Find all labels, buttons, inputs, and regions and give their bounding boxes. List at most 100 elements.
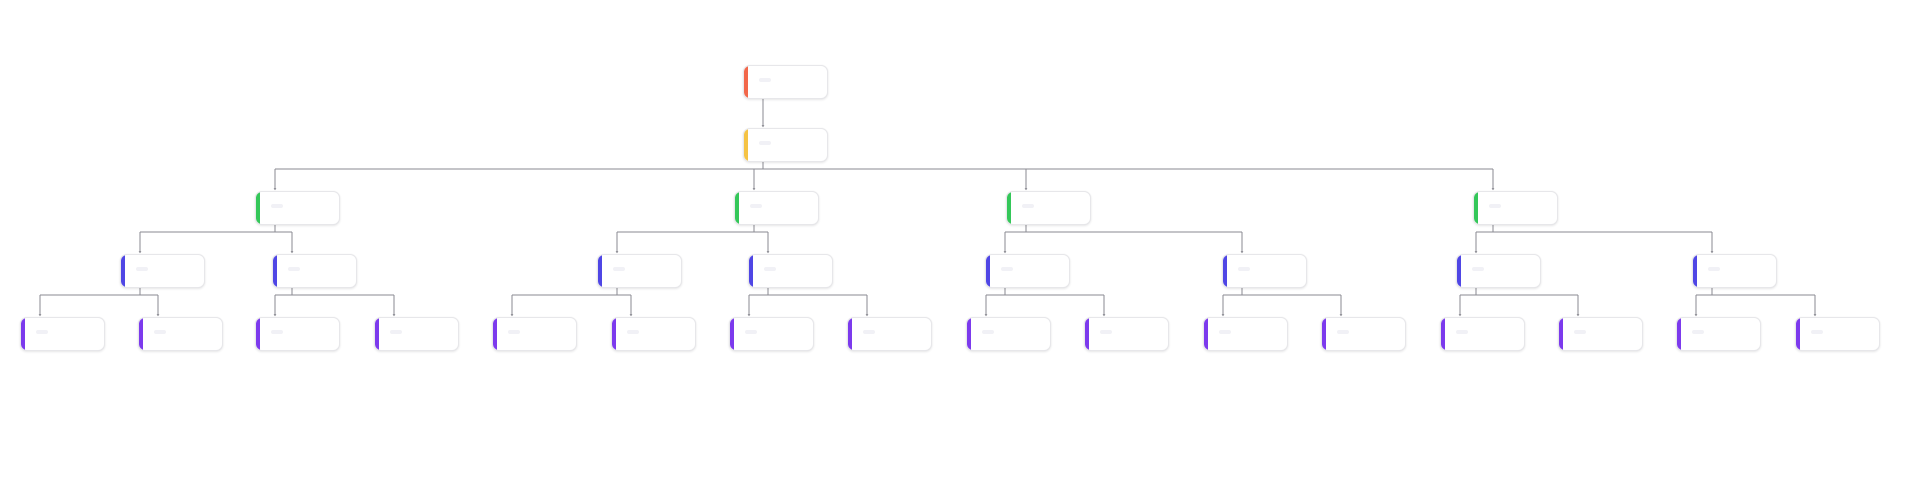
node-body	[1461, 255, 1540, 287]
org-node[interactable]	[729, 317, 814, 351]
node-body	[990, 255, 1069, 287]
org-node[interactable]	[734, 191, 819, 225]
node-level-badge	[1100, 330, 1112, 334]
node-level-badge	[759, 141, 771, 145]
node-level-badge	[390, 330, 402, 334]
org-node[interactable]	[1676, 317, 1761, 351]
node-level-badge	[271, 330, 283, 334]
node-level-accent-bar	[848, 318, 852, 350]
node-level-accent-bar	[730, 318, 734, 350]
node-body	[852, 318, 931, 350]
node-body	[125, 255, 204, 287]
node-body	[1800, 318, 1879, 350]
org-node[interactable]	[1222, 254, 1307, 288]
node-body	[497, 318, 576, 350]
org-node[interactable]	[255, 317, 340, 351]
node-level-accent-bar	[1677, 318, 1681, 350]
node-level-badge	[136, 267, 148, 271]
org-node[interactable]	[255, 191, 340, 225]
node-level-accent-bar	[967, 318, 971, 350]
node-level-accent-bar	[1474, 192, 1478, 224]
org-node[interactable]	[1084, 317, 1169, 351]
node-level-badge	[1811, 330, 1823, 334]
node-body	[1445, 318, 1524, 350]
node-level-accent-bar	[375, 318, 379, 350]
node-level-accent-bar	[121, 255, 125, 287]
node-body	[616, 318, 695, 350]
org-node[interactable]	[492, 317, 577, 351]
org-node[interactable]	[120, 254, 205, 288]
node-level-accent-bar	[1796, 318, 1800, 350]
node-level-badge	[288, 267, 300, 271]
node-body	[753, 255, 832, 287]
org-node[interactable]	[20, 317, 105, 351]
node-level-accent-bar	[1322, 318, 1326, 350]
node-level-badge	[1238, 267, 1250, 271]
org-node[interactable]	[1473, 191, 1558, 225]
node-level-badge	[271, 204, 283, 208]
node-level-badge	[1472, 267, 1484, 271]
org-node[interactable]	[1321, 317, 1406, 351]
org-node[interactable]	[272, 254, 357, 288]
node-level-badge	[1489, 204, 1501, 208]
org-node[interactable]	[1795, 317, 1880, 351]
node-level-accent-bar	[612, 318, 616, 350]
node-body	[277, 255, 356, 287]
node-level-accent-bar	[1441, 318, 1445, 350]
node-level-badge	[1001, 267, 1013, 271]
org-node[interactable]	[374, 317, 459, 351]
node-level-badge	[1456, 330, 1468, 334]
org-node[interactable]	[611, 317, 696, 351]
node-level-badge	[627, 330, 639, 334]
node-level-badge	[750, 204, 762, 208]
node-level-accent-bar	[1457, 255, 1461, 287]
node-level-badge	[1574, 330, 1586, 334]
node-level-accent-bar	[1223, 255, 1227, 287]
node-level-badge	[863, 330, 875, 334]
node-level-accent-bar	[749, 255, 753, 287]
node-body	[1227, 255, 1306, 287]
node-body	[739, 192, 818, 224]
org-node[interactable]	[597, 254, 682, 288]
org-node[interactable]	[743, 65, 828, 99]
node-body	[1697, 255, 1776, 287]
node-level-accent-bar	[21, 318, 25, 350]
node-level-badge	[508, 330, 520, 334]
org-node[interactable]	[1440, 317, 1525, 351]
node-level-accent-bar	[139, 318, 143, 350]
org-node[interactable]	[1692, 254, 1777, 288]
node-level-accent-bar	[1559, 318, 1563, 350]
node-body	[1089, 318, 1168, 350]
node-body	[1563, 318, 1642, 350]
org-node[interactable]	[985, 254, 1070, 288]
org-node[interactable]	[748, 254, 833, 288]
node-level-badge	[36, 330, 48, 334]
node-level-accent-bar	[598, 255, 602, 287]
org-node[interactable]	[1006, 191, 1091, 225]
node-level-accent-bar	[493, 318, 497, 350]
node-level-accent-bar	[256, 318, 260, 350]
node-level-accent-bar	[986, 255, 990, 287]
node-level-badge	[613, 267, 625, 271]
node-body	[1208, 318, 1287, 350]
node-level-accent-bar	[1085, 318, 1089, 350]
org-node[interactable]	[138, 317, 223, 351]
org-node[interactable]	[1456, 254, 1541, 288]
node-body	[260, 192, 339, 224]
node-body	[602, 255, 681, 287]
node-level-badge	[1022, 204, 1034, 208]
org-node[interactable]	[966, 317, 1051, 351]
org-node[interactable]	[743, 128, 828, 162]
node-level-accent-bar	[735, 192, 739, 224]
node-level-accent-bar	[1204, 318, 1208, 350]
node-level-accent-bar	[256, 192, 260, 224]
node-body	[260, 318, 339, 350]
org-node[interactable]	[847, 317, 932, 351]
node-body	[734, 318, 813, 350]
org-node[interactable]	[1558, 317, 1643, 351]
node-body	[971, 318, 1050, 350]
org-node[interactable]	[1203, 317, 1288, 351]
node-body	[379, 318, 458, 350]
node-body	[1011, 192, 1090, 224]
